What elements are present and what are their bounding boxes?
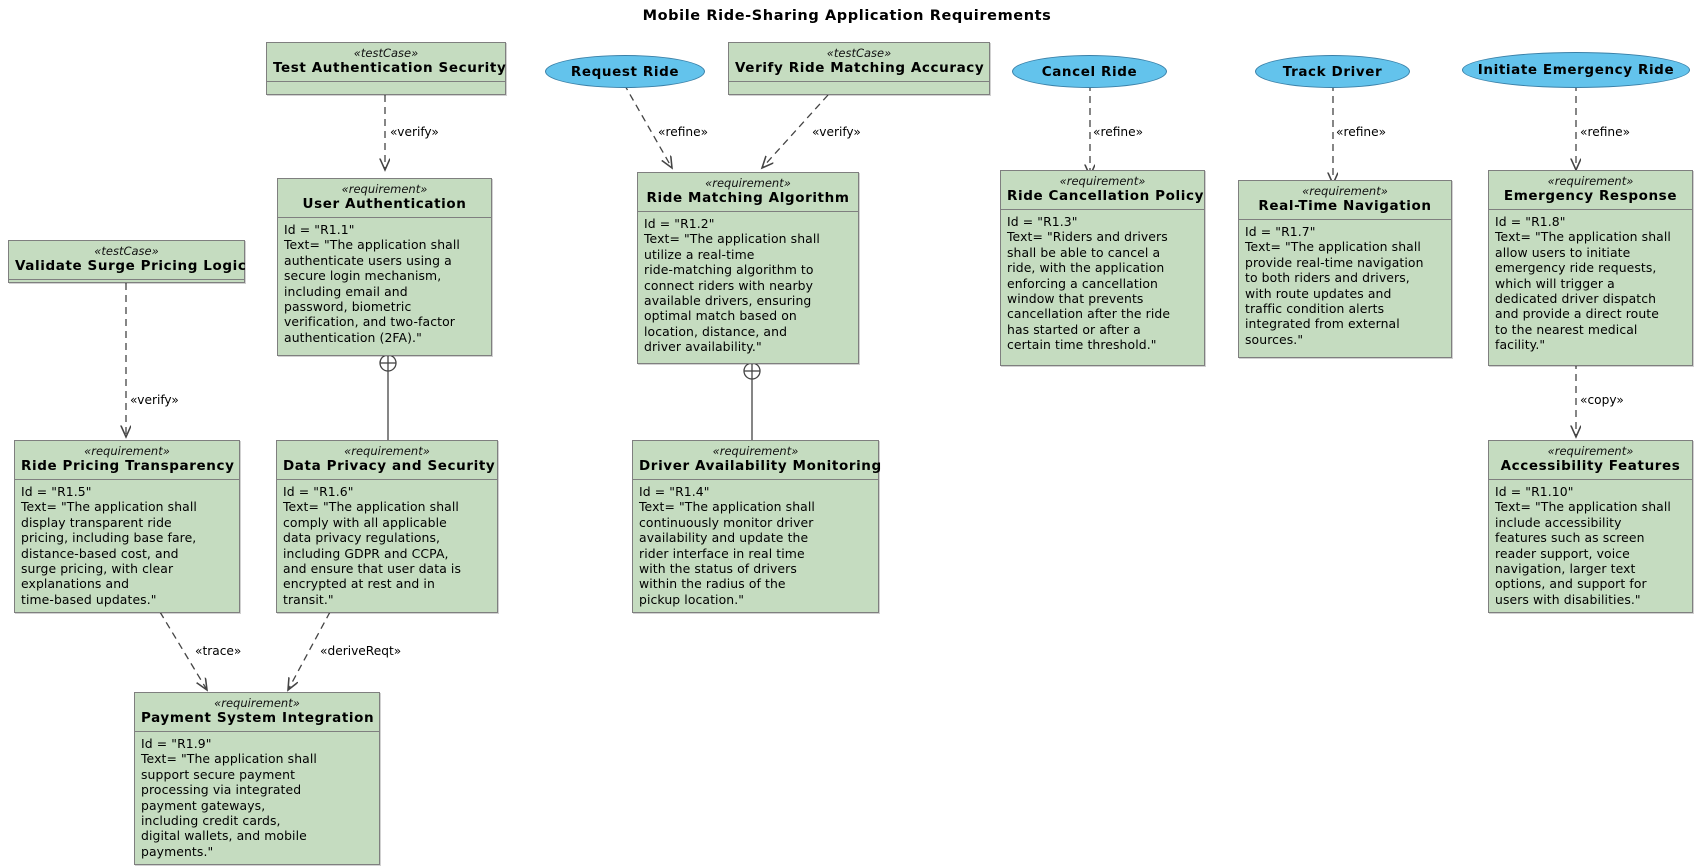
stereotype-label: «requirement» [1302,184,1388,198]
requirement-body: Id = "R1.7" Text= "The application shall… [1245,224,1424,347]
requirement-header: «requirement» Emergency Response [1489,171,1692,210]
requirement-payment-system-integration[interactable]: «requirement» Payment System Integration… [134,692,380,865]
stereotype-label: «requirement» [341,182,428,196]
requirement-ride-cancellation-policy[interactable]: «requirement» Ride Cancellation Policy I… [1000,170,1205,366]
requirement-body: Id = "R1.4" Text= "The application shall… [639,484,815,607]
containment-ride-match-driver-avail [743,362,761,440]
stereotype-label: «testCase» [353,46,419,60]
edge-label-refine-track-driver: «refine» [1336,125,1387,139]
requirement-body: Id = "R1.6" Text= "The application shall… [283,484,462,607]
requirement-body: Id = "R1.10" Text= "The application shal… [1495,484,1671,607]
stereotype-label: «testCase» [826,46,892,60]
stereotype-label: «requirement» [712,444,799,458]
requirement-name: Accessibility Features [1500,458,1681,474]
edge-label-verify-ride-matching: «verify» [812,125,861,139]
requirement-body: Id = "R1.9" Text= "The application shall… [141,736,317,859]
requirement-data-privacy-and-security[interactable]: «requirement» Data Privacy and Security … [276,440,498,613]
stereotype-label: «testCase» [94,244,159,258]
stereotype-label: «requirement» [344,444,430,458]
usecase-cancel-ride[interactable]: Cancel Ride [1012,55,1167,88]
requirement-body: Id = "R1.5" Text= "The application shall… [21,484,197,607]
containment-user-auth-data-privacy [379,354,397,440]
requirement-header: «requirement» Accessibility Features [1489,441,1692,480]
testcase-name: Test Authentication Security [273,60,507,76]
requirement-name: Data Privacy and Security [283,458,496,474]
requirement-ride-pricing-transparency[interactable]: «requirement» Ride Pricing Transparency … [14,440,240,613]
requirement-name: Ride Matching Algorithm [646,190,850,206]
requirement-name: Real-Time Navigation [1258,198,1432,214]
requirement-body: Id = "R1.8" Text= "The application shall… [1495,214,1671,353]
requirement-name: Driver Availability Monitoring [639,458,882,474]
edge-label-refine-request-ride: «refine» [658,125,709,139]
edge-label-verify-surge-pricing: «verify» [130,393,179,407]
requirement-emergency-response[interactable]: «requirement» Emergency Response Id = "R… [1488,170,1693,366]
usecase-request-ride-label: Request Ride [570,63,680,80]
requirement-name: User Authentication [302,196,467,212]
requirement-header: «requirement» Ride Cancellation Policy [1001,171,1204,210]
stereotype-label: «requirement» [1059,174,1146,188]
requirement-name: Emergency Response [1503,188,1678,204]
requirement-driver-availability-monitoring[interactable]: «requirement» Driver Availability Monito… [632,440,882,613]
requirement-header: «requirement» Real-Time Navigation [1239,181,1451,220]
testcase-header: «testCase» Validate Surge Pricing Logic [9,241,247,280]
stereotype-label: «requirement» [84,444,170,458]
edge-label-refine-emergency: «refine» [1580,125,1631,139]
testcase-verify-ride-matching-accuracy[interactable]: «testCase» Verify Ride Matching Accuracy [728,42,990,95]
requirement-body: Id = "R1.1" Text= "The application shall… [284,222,460,345]
edge-label-trace-payment: «trace» [195,644,242,658]
requirement-header: «requirement» Driver Availability Monito… [633,441,882,480]
testcase-validate-surge-pricing-logic[interactable]: «testCase» Validate Surge Pricing Logic [8,240,247,283]
stereotype-label: «requirement» [1547,174,1634,188]
requirement-header: «requirement» User Authentication [278,179,491,218]
testcase-name: Validate Surge Pricing Logic [15,258,247,274]
edge-label-verify-authentication: «verify» [390,125,439,139]
requirement-user-authentication[interactable]: «requirement» User Authentication Id = "… [277,178,492,356]
edge-label-copy-accessibility: «copy» [1580,393,1624,407]
requirement-header: «requirement» Data Privacy and Security [277,441,497,480]
usecase-track-driver-label: Track Driver [1282,63,1383,80]
requirement-accessibility-features[interactable]: «requirement» Accessibility Features Id … [1488,440,1693,613]
stereotype-label: «requirement» [705,176,791,190]
edge-label-derivereqt-payment: «deriveReqt» [320,644,402,658]
testcase-header: «testCase» Verify Ride Matching Accuracy [729,43,989,82]
page-title: Mobile Ride-Sharing Application Requirem… [642,8,1052,24]
stereotype-label: «requirement» [1547,444,1634,458]
testcase-name: Verify Ride Matching Accuracy [735,60,985,76]
requirement-body: Id = "R1.3" Text= "Riders and drivers sh… [1007,214,1171,353]
requirement-header: «requirement» Payment System Integration [135,693,379,732]
requirement-name: Ride Cancellation Policy [1007,188,1204,204]
requirement-header: «requirement» Ride Pricing Transparency [15,441,239,480]
usecase-track-driver[interactable]: Track Driver [1255,55,1410,88]
requirement-real-time-navigation[interactable]: «requirement» Real-Time Navigation Id = … [1238,180,1452,358]
requirement-body: Id = "R1.2" Text= "The application shall… [644,216,820,355]
testcase-header: «testCase» Test Authentication Security [267,43,507,82]
requirement-header: «requirement» Ride Matching Algorithm [638,173,858,212]
requirement-ride-matching-algorithm[interactable]: «requirement» Ride Matching Algorithm Id… [637,172,859,364]
usecase-request-ride[interactable]: Request Ride [545,55,705,88]
stereotype-label: «requirement» [214,696,300,710]
testcase-body [267,82,505,106]
testcase-body [9,280,244,294]
usecase-cancel-ride-label: Cancel Ride [1041,63,1138,80]
usecase-initiate-emergency-ride[interactable]: Initiate Emergency Ride [1462,52,1690,88]
testcase-test-authentication-security[interactable]: «testCase» Test Authentication Security [266,42,506,95]
requirement-name: Ride Pricing Transparency [21,458,235,474]
requirement-name: Payment System Integration [141,710,375,726]
usecase-initiate-emergency-ride-label: Initiate Emergency Ride [1477,62,1675,78]
edge-label-refine-cancel-ride: «refine» [1093,125,1144,139]
testcase-body [729,82,989,106]
